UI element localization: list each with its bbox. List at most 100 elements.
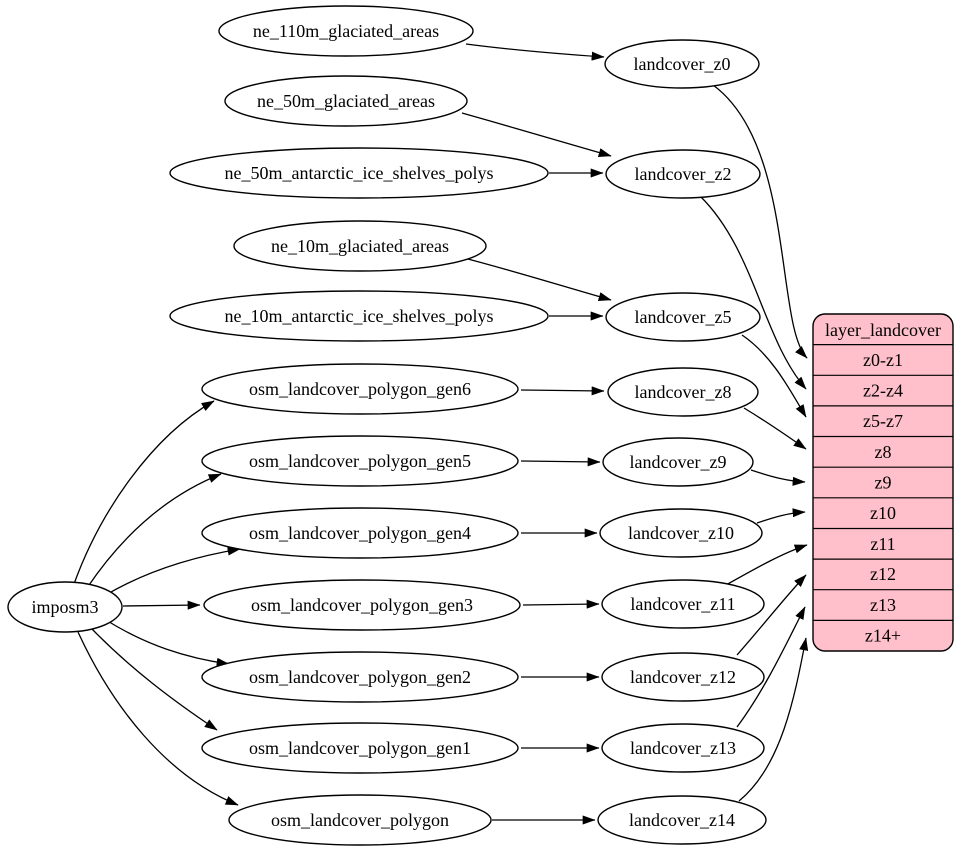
edge-osm_landcover_polygon_gen3-to-landcover_z11 <box>522 599 600 609</box>
table-nodes: landcover_z0 landcover_z2 landcover_z5 l… <box>597 39 767 845</box>
node-landcover_z11: landcover_z11 <box>601 579 765 629</box>
edge-imposm3-to-osm_landcover_polygon_gen3 <box>122 600 201 610</box>
edge-landcover_z2-to-row-z2-z4 <box>699 195 807 390</box>
node-osm_landcover_polygon_gen6: osm_landcover_polygon_gen6 <box>201 363 519 415</box>
ne_10m_glaciated_areas-label: ne_10m_glaciated_areas <box>271 236 449 256</box>
node-landcover_z5: landcover_z5 <box>605 292 761 342</box>
landcover_z13-ellipse <box>601 723 765 773</box>
ne_50m_antarctic_ice_shelves_polys-label: ne_50m_antarctic_ice_shelves_polys <box>225 163 494 183</box>
record-row-z11: z11 <box>870 534 895 554</box>
node-osm_landcover_polygon_gen3: osm_landcover_polygon_gen3 <box>203 579 521 631</box>
node-ne_110m_glaciated_areas: ne_110m_glaciated_areas <box>218 5 474 57</box>
landcover_z13-label: landcover_z13 <box>630 738 736 758</box>
edge-ne_110m_glaciated_areas-to-landcover_z0 <box>465 43 605 61</box>
landcover_z8-label: landcover_z8 <box>635 382 732 402</box>
edge-landcover_z12-to-row-z12 <box>736 574 807 656</box>
record-row-z0-z1: z0-z1 <box>863 350 903 370</box>
osm_landcover_polygon_gen6-label: osm_landcover_polygon_gen6 <box>249 379 471 399</box>
edge-landcover_z10-to-row-z10 <box>756 508 806 524</box>
edge-landcover_z9-to-row-z9 <box>750 469 806 486</box>
record-row-z5-z7: z5-z7 <box>863 411 903 431</box>
landcover_z0-ellipse <box>604 39 760 89</box>
osm_landcover_polygon_gen6-ellipse <box>201 363 519 415</box>
landcover_z9-label: landcover_z9 <box>630 452 727 472</box>
landcover_z10-label: landcover_z10 <box>628 523 734 543</box>
edges <box>73 43 809 825</box>
node-osm_landcover_polygon_gen1: osm_landcover_polygon_gen1 <box>201 722 519 774</box>
edge-imposm3-to-osm_landcover_polygon_gen5 <box>86 473 222 589</box>
osm_landcover_polygon-ellipse <box>228 794 492 846</box>
record-row-z9: z9 <box>875 473 892 493</box>
node-ne_50m_glaciated_areas: ne_50m_glaciated_areas <box>224 75 468 127</box>
landcover_z8-ellipse <box>607 367 759 417</box>
osm_landcover_polygon_gen4-ellipse <box>201 507 519 559</box>
edge-imposm3-to-osm_landcover_polygon_gen2 <box>105 619 230 667</box>
edge-imposm3-to-osm_landcover_polygon_gen4 <box>103 546 241 597</box>
landcover_z10-ellipse <box>599 508 763 558</box>
node-layer_landcover: layer_landcover z0-z1 z2-z4 z5-z7 z8 z9 … <box>812 313 954 652</box>
node-ne_10m_glaciated_areas: ne_10m_glaciated_areas <box>233 220 487 272</box>
node-landcover_z13: landcover_z13 <box>601 723 765 773</box>
osm_landcover_polygon_gen3-ellipse <box>203 579 521 631</box>
record-row-z14plus: z14+ <box>865 626 901 646</box>
node-osm_landcover_polygon: osm_landcover_polygon <box>228 794 492 846</box>
osm_landcover_polygon_gen4-label: osm_landcover_polygon_gen4 <box>249 523 471 543</box>
node-landcover_z2: landcover_z2 <box>605 149 761 199</box>
landcover_z5-label: landcover_z5 <box>635 307 732 327</box>
edge-imposm3-to-osm_landcover_polygon <box>77 631 239 806</box>
layer_landcover-title: layer_landcover <box>825 320 941 340</box>
ne_110m_glaciated_areas-label: ne_110m_glaciated_areas <box>253 21 439 41</box>
landcover_z5-ellipse <box>605 292 761 342</box>
node-ne_10m_antarctic_ice_shelves_polys: ne_10m_antarctic_ice_shelves_polys <box>169 290 549 342</box>
node-osm_landcover_polygon_gen2: osm_landcover_polygon_gen2 <box>201 651 519 703</box>
osm_landcover_polygon_gen5-ellipse <box>201 435 519 487</box>
ne_50m_glaciated_areas-label: ne_50m_glaciated_areas <box>257 91 435 111</box>
edge-landcover_z8-to-row-z8 <box>743 407 807 450</box>
osm_landcover_polygon_gen5-label: osm_landcover_polygon_gen5 <box>249 451 471 471</box>
edge-landcover_z11-to-row-z11 <box>725 544 808 586</box>
edge-landcover_z0-to-row-z0-z1 <box>712 84 808 359</box>
edge-osm_landcover_polygon_gen6-to-landcover_z8 <box>520 386 605 396</box>
landcover_z11-ellipse <box>601 579 765 629</box>
ne_10m_antarctic_ice_shelves_polys-ellipse <box>169 290 549 342</box>
record-row-z12: z12 <box>870 564 896 584</box>
landcover_z14-label: landcover_z14 <box>629 810 735 830</box>
node-landcover_z12: landcover_z12 <box>601 652 765 702</box>
osm_landcover_polygon_gen1-label: osm_landcover_polygon_gen1 <box>249 738 471 758</box>
osm_landcover_polygon-label: osm_landcover_polygon <box>271 810 449 830</box>
edge-landcover_z14-to-row-z14plus <box>738 637 809 802</box>
edge-ne_50m_glaciated_areas-to-landcover_z2 <box>461 112 612 157</box>
landcover_z2-label: landcover_z2 <box>635 164 732 184</box>
node-imposm3: imposm3 <box>7 581 123 633</box>
node-landcover_z14: landcover_z14 <box>597 795 767 845</box>
ne_10m_antarctic_ice_shelves_polys-label: ne_10m_antarctic_ice_shelves_polys <box>225 306 494 326</box>
layer_landcover-box <box>812 313 954 652</box>
node-landcover_z8: landcover_z8 <box>607 367 759 417</box>
osm_landcover_polygon_gen2-label: osm_landcover_polygon_gen2 <box>249 667 471 687</box>
ne_10m_glaciated_areas-ellipse <box>233 220 487 272</box>
edge-landcover_z5-to-row-z5-z7 <box>741 334 807 418</box>
landcover_z11-label: landcover_z11 <box>630 594 735 614</box>
edge-landcover_z13-to-row-z13 <box>736 606 806 728</box>
node-landcover_z9: landcover_z9 <box>602 437 754 487</box>
landcover_z9-ellipse <box>602 437 754 487</box>
edge-imposm3-to-osm_landcover_polygon_gen1 <box>91 628 218 731</box>
source-nodes: ne_110m_glaciated_areas ne_50m_glaciated… <box>169 5 549 846</box>
imposm3-label: imposm3 <box>31 597 98 617</box>
edge-osm_landcover_polygon_gen5-to-landcover_z9 <box>520 457 601 467</box>
osm_landcover_polygon_gen1-ellipse <box>201 722 519 774</box>
record-row-z10: z10 <box>870 503 896 523</box>
node-osm_landcover_polygon_gen4: osm_landcover_polygon_gen4 <box>201 507 519 559</box>
landcover_z12-ellipse <box>601 652 765 702</box>
landcover_z2-ellipse <box>605 149 761 199</box>
edge-imposm3-to-osm_landcover_polygon_gen6 <box>73 400 215 585</box>
node-osm_landcover_polygon_gen5: osm_landcover_polygon_gen5 <box>201 435 519 487</box>
node-landcover_z10: landcover_z10 <box>599 508 763 558</box>
landcover_z12-label: landcover_z12 <box>630 667 736 687</box>
node-landcover_z0: landcover_z0 <box>604 39 760 89</box>
ne_50m_glaciated_areas-ellipse <box>224 75 468 127</box>
record-row-z8: z8 <box>875 442 892 462</box>
edge-ne_10m_glaciated_areas-to-landcover_z5 <box>463 257 612 301</box>
